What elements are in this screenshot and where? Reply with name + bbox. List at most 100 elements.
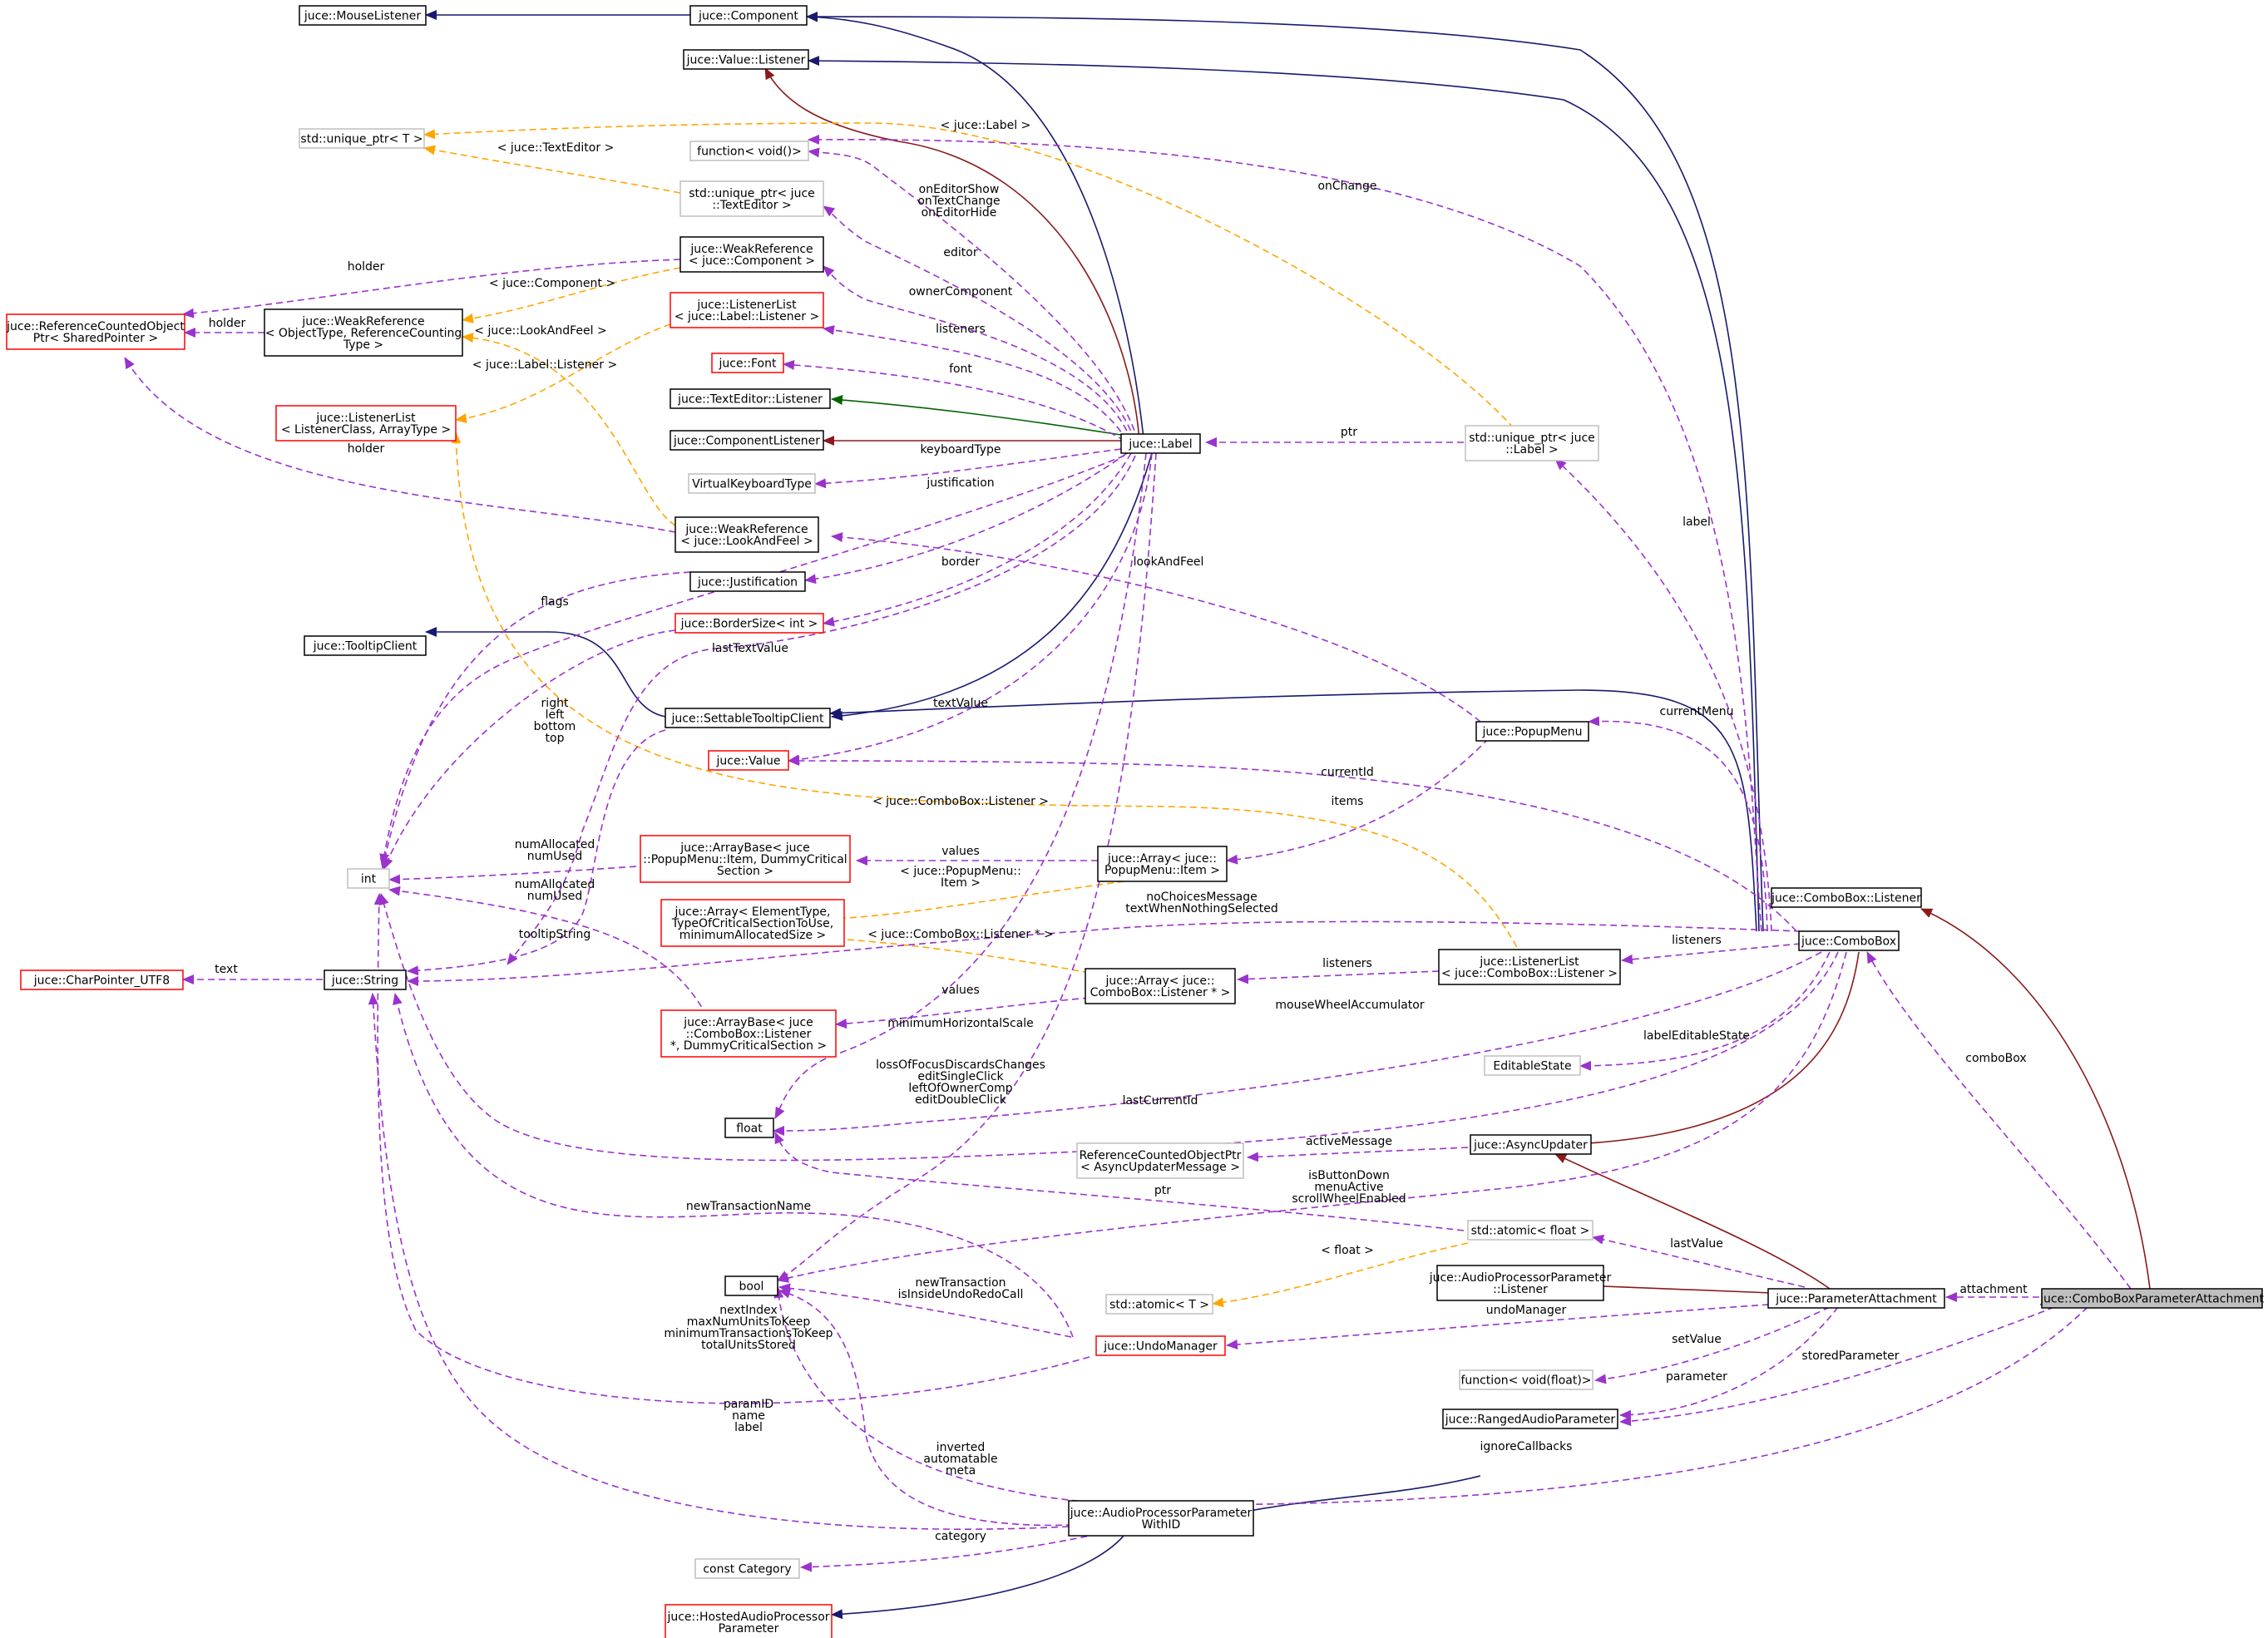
class-node-uniquePtrTextEditor[interactable]: std::unique_ptr< juce::TextEditor > <box>679 180 824 217</box>
class-node-virtualKeyboardType[interactable]: VirtualKeyboardType <box>688 473 816 494</box>
class-node-justification[interactable]: juce::Justification <box>689 571 806 592</box>
class-node-label: std::unique_ptr< juce <box>689 187 815 200</box>
class-node-box <box>670 292 824 328</box>
edge-label-lbl-values-2: values <box>941 984 980 997</box>
class-node-weakRefGeneric[interactable]: juce::WeakReference< ObjectType, Referen… <box>264 308 463 357</box>
class-node-charPointerUtf8[interactable]: juce::CharPointer_UTF8 <box>20 969 184 990</box>
class-node-atomicFloat[interactable]: std::atomic< float > <box>1467 1220 1594 1241</box>
class-node-box <box>1459 1369 1594 1390</box>
class-node-font[interactable]: juce::Font <box>711 353 784 373</box>
class-node-box <box>665 708 831 728</box>
class-node-audioProcParamListener[interactable]: juce::AudioProcessorParameter::Listener <box>1429 1265 1612 1301</box>
class-node-constCategory[interactable]: const Category <box>694 1558 800 1579</box>
edge-label-text: bottom <box>534 720 576 733</box>
class-node-valueListener[interactable]: juce::Value::Listener <box>683 49 809 70</box>
edge-undomanager-string <box>393 993 1074 1338</box>
edge-weakreflookandfeel-weakrefgeneric <box>462 333 676 526</box>
class-node-refCountedAsyncMsg[interactable]: ReferenceCountedObjectPtr< AsyncUpdaterM… <box>1076 1142 1244 1179</box>
class-node-comboBoxParamAttachment[interactable]: juce::ComboBoxParameterAttachment <box>2039 1288 2264 1309</box>
class-node-arrayPopupItem[interactable]: juce::Array< juce::PopupMenu::Item > <box>1097 846 1228 882</box>
class-node-undoManager[interactable]: juce::UndoManager <box>1095 1335 1226 1356</box>
edge-label-lbl-font: font <box>949 363 972 376</box>
class-node-box <box>1470 1134 1592 1155</box>
class-node-textEditorListener[interactable]: juce::TextEditor::Listener <box>670 388 831 409</box>
edge-label-lbl-current-id: currentId <box>1321 766 1374 779</box>
edge-atomicfloat-atomict <box>1212 1242 1469 1308</box>
class-node-borderSize[interactable]: juce::BorderSize< int > <box>674 613 824 634</box>
edge-label-text: < juce::Component > <box>489 277 615 290</box>
class-node-weakRefComponent[interactable]: juce::WeakReference< juce::Component > <box>679 236 824 273</box>
class-node-asyncUpdater[interactable]: juce::AsyncUpdater <box>1470 1134 1592 1155</box>
edge-label-lbl-holder-3: holder <box>348 442 385 456</box>
edge-label-lbl-keyboard-type: keyboardType <box>920 443 1001 456</box>
edge-label-text: numAllocated <box>515 838 595 851</box>
class-node-comboBox[interactable]: juce::ComboBox <box>1798 930 1900 951</box>
edge-combobox-int <box>378 893 1839 1162</box>
class-node-box <box>679 236 824 273</box>
class-node-float[interactable]: float <box>724 1117 774 1138</box>
class-node-bool[interactable]: bool <box>724 1275 778 1296</box>
edge-label-lbl-next-index: nextIndexmaxNumUnitsToKeepminimumTransac… <box>664 1304 833 1352</box>
class-node-label: *, DummyCriticalSection > <box>670 1039 827 1053</box>
class-node-comboBoxListener[interactable]: juce::ComboBox::Listener <box>1771 887 1922 908</box>
edge-label-lbl-active-message: activeMessage <box>1306 1135 1392 1148</box>
class-node-weakRefLookAndFeel[interactable]: juce::WeakReference< juce::LookAndFeel > <box>674 516 819 553</box>
class-node-arrayGeneric[interactable]: juce::Array< ElementType,TypeOfCriticalS… <box>660 899 845 947</box>
class-node-settableTooltipClient[interactable]: juce::SettableTooltipClient <box>665 708 831 728</box>
edge-label-text: numUsed <box>527 850 582 863</box>
class-node-box <box>665 1604 833 1638</box>
class-node-mouseListener[interactable]: juce::MouseListener <box>299 5 427 26</box>
class-node-listenerListLabel[interactable]: juce::ListenerList< juce::Label::Listene… <box>670 292 824 328</box>
class-node-label: juce::WeakReference <box>301 315 424 328</box>
class-node-functionVoid[interactable]: function< void()> <box>689 141 809 161</box>
class-node-rangedAudioParameter[interactable]: juce::RangedAudioParameter <box>1442 1409 1618 1429</box>
class-node-box <box>689 141 809 161</box>
class-node-arrayComboListener[interactable]: juce::Array< juce::ComboBox::Listener * … <box>1085 968 1236 1004</box>
class-node-label: juce::ReferenceCountedObject <box>6 320 185 333</box>
class-node-arrayBaseComboListener[interactable]: juce::ArrayBase< juce::ComboBox::Listene… <box>660 1009 837 1058</box>
class-node-parameterAttachment[interactable]: juce::ParameterAttachment <box>1767 1288 1945 1309</box>
class-node-box <box>670 388 831 409</box>
class-node-label[interactable]: juce::Label <box>1120 433 1201 454</box>
edge-label-string <box>506 455 1136 965</box>
edge-label-text: onEditorShow <box>919 183 1000 196</box>
class-node-string[interactable]: juce::String <box>324 969 407 990</box>
class-node-label: juce::Justification <box>697 576 798 590</box>
class-node-box <box>264 308 463 357</box>
class-node-tooltipClient[interactable]: juce::TooltipClient <box>304 635 427 656</box>
class-node-atomicT[interactable]: std::atomic< T > <box>1105 1294 1213 1315</box>
edge-label-texteditorlistener <box>831 395 1122 436</box>
edge-label-lbl-lookandfeel-tpl: < juce::LookAndFeel > <box>474 324 606 338</box>
edge-undomanager-int <box>373 893 1090 1404</box>
class-node-box <box>347 868 390 889</box>
class-node-arrayBasePopupItem[interactable]: juce::ArrayBase< juce::PopupMenu::Item, … <box>640 835 851 883</box>
class-node-functionVoidFloat[interactable]: function< void(float)> <box>1459 1369 1594 1390</box>
edge-label-lbl-loss-of-focus: lossOfFocusDiscardsChangeseditSingleClic… <box>876 1058 1045 1107</box>
class-node-listenerListGeneric[interactable]: juce::ListenerList< ListenerClass, Array… <box>275 405 457 442</box>
edge-label-text: menuActive <box>1314 1181 1383 1194</box>
edge-label-bool <box>777 452 1157 1281</box>
class-node-box <box>674 613 824 634</box>
class-node-refCountedObjectPtr[interactable]: juce::ReferenceCountedObjectPtr< SharedP… <box>6 313 185 350</box>
edge-label-text: font <box>949 363 972 376</box>
class-node-popupMenu[interactable]: juce::PopupMenu <box>1475 721 1589 742</box>
class-node-uniquePtrLabel[interactable]: std::unique_ptr< juce::Label > <box>1465 425 1599 461</box>
class-node-uniquePtrT[interactable]: std::unique_ptr< T > <box>299 128 425 149</box>
class-node-int[interactable]: int <box>347 868 390 889</box>
class-node-box <box>1475 721 1589 742</box>
edge-label-text: automatable <box>923 1453 997 1466</box>
edge-label-lbl-new-transaction-name: newTransactionName <box>686 1200 811 1213</box>
class-node-value[interactable]: juce::Value <box>708 750 789 771</box>
edge-label-text: flags <box>541 595 569 609</box>
edge-label-text: lastTextValue <box>712 642 788 655</box>
class-node-editableState[interactable]: EditableState <box>1484 1055 1581 1076</box>
class-node-component[interactable]: juce::Component <box>689 5 808 26</box>
class-node-componentListener[interactable]: juce::ComponentListener <box>670 430 824 451</box>
edge-combobox-settabletooltip <box>829 689 1757 932</box>
class-node-listenerListCombo[interactable]: juce::ListenerList< juce::ComboBox::List… <box>1438 949 1621 985</box>
